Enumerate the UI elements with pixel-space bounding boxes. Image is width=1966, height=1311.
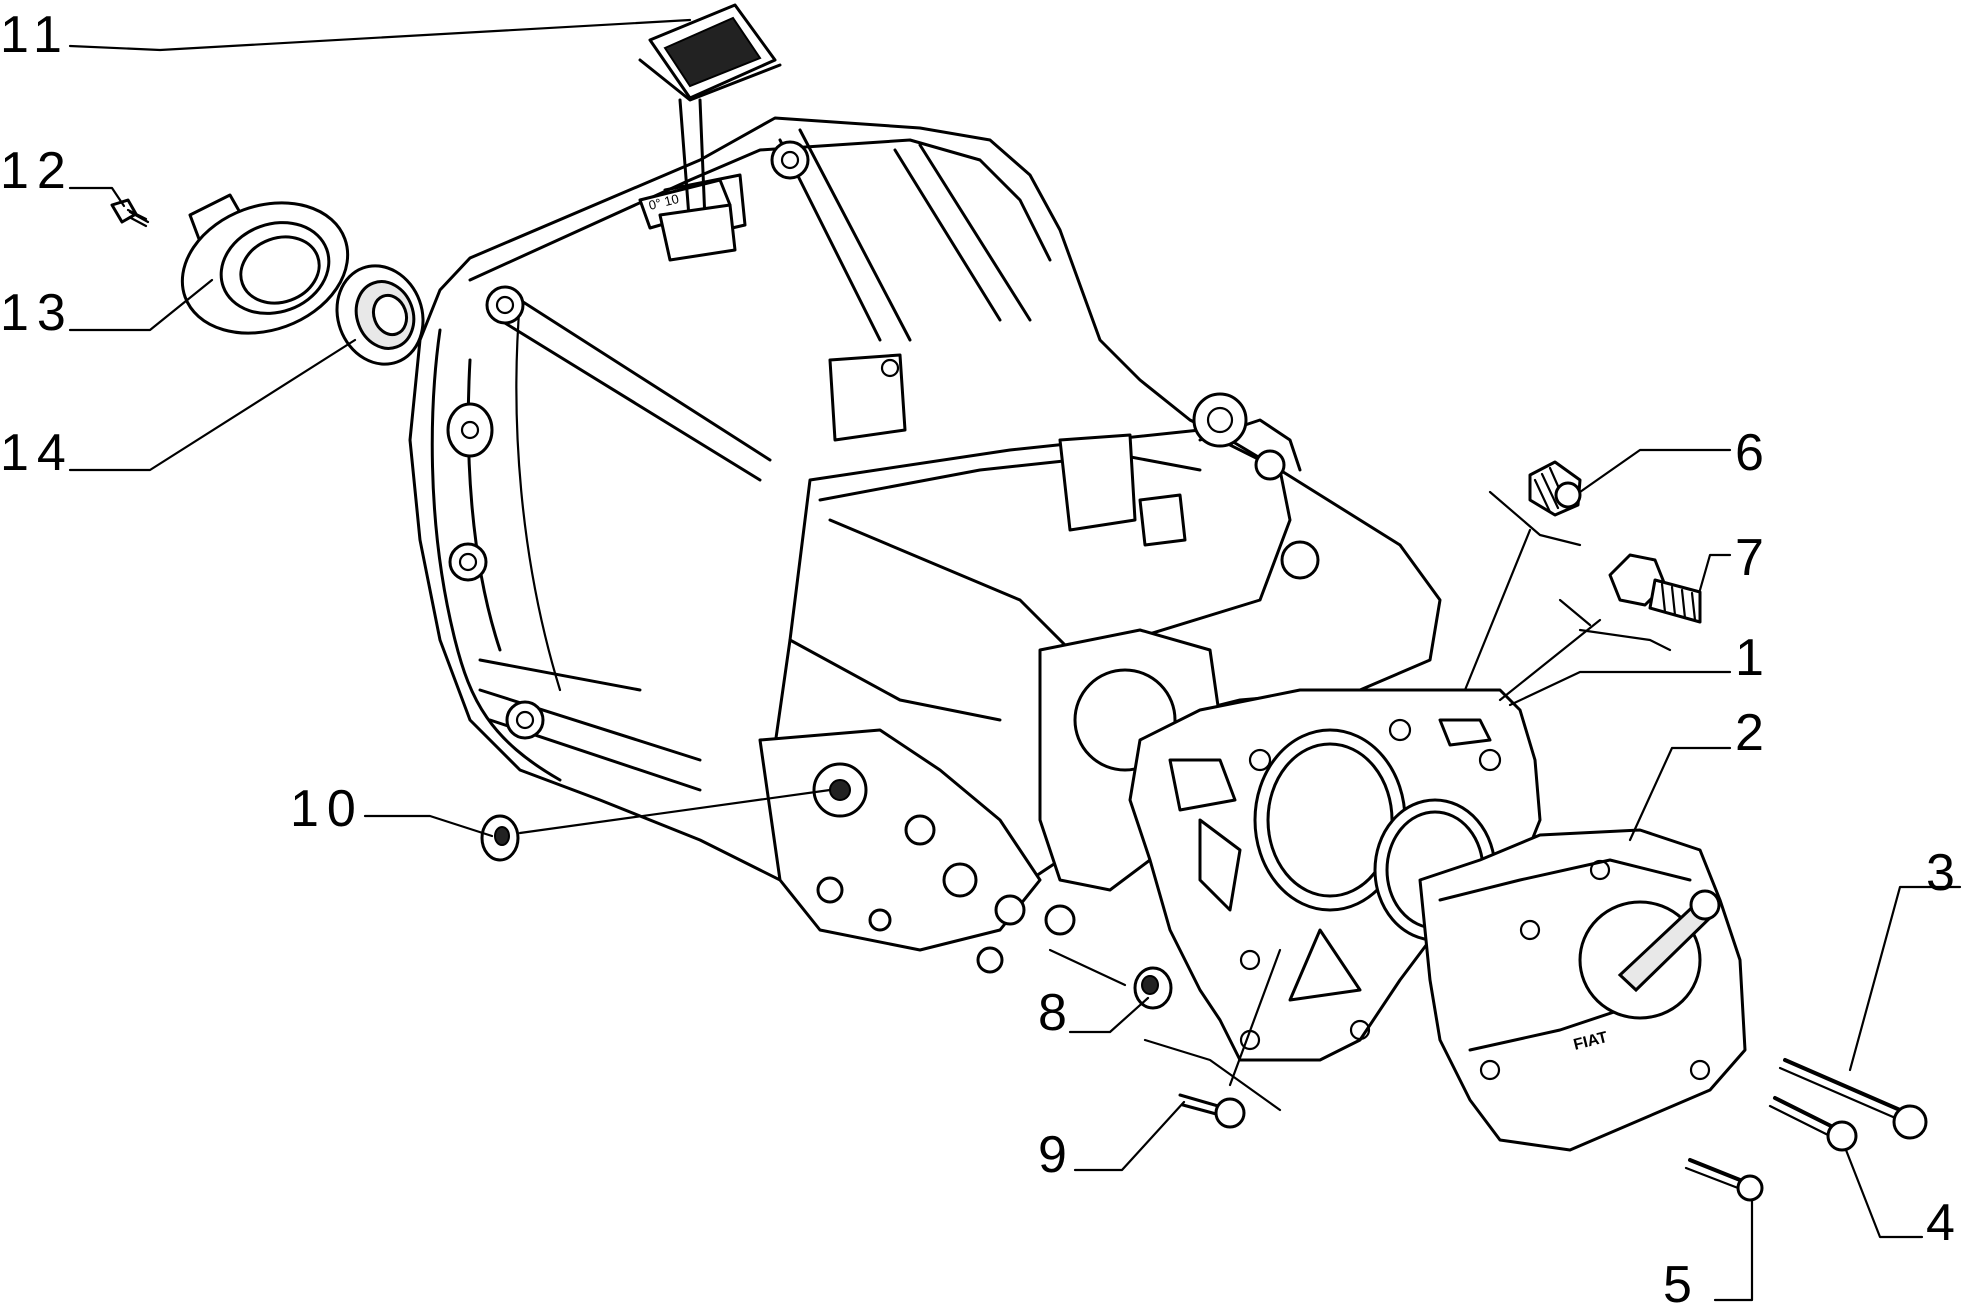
- long-bolt-3: [1778, 1058, 1928, 1140]
- plug-10: [480, 814, 520, 862]
- leader-lines: [68, 18, 1962, 1302]
- callout-5: 5: [1663, 1256, 1700, 1311]
- reverse-switch-7: [1608, 553, 1702, 624]
- callout-11: 11: [0, 6, 70, 64]
- bolt-5: [1684, 1158, 1764, 1202]
- screw-9: [1178, 1093, 1246, 1129]
- callout-13: 13: [0, 284, 74, 342]
- bolt-4: [1768, 1096, 1858, 1152]
- shift-boot: [638, 3, 782, 262]
- callout-7: 7: [1735, 529, 1772, 587]
- callout-8: 8: [1038, 984, 1075, 1042]
- callout-4: 4: [1926, 1194, 1963, 1252]
- callout-10: 10: [290, 780, 364, 838]
- plug-8: [1133, 966, 1173, 1010]
- oil-seal: [335, 264, 425, 366]
- callout-12: 12: [0, 142, 74, 200]
- small-screw: [110, 198, 150, 228]
- callout-3: 3: [1926, 844, 1963, 902]
- callout-labels: 11 12 13 14 10 8 9 6 7 1 2 3 4 5: [0, 6, 1963, 1311]
- housing-mark: 0° 10: [647, 191, 680, 213]
- callout-6: 6: [1735, 424, 1772, 482]
- drain-plug-6: [1528, 460, 1582, 517]
- end-cover: FIAT: [1418, 828, 1747, 1152]
- callout-14: 14: [0, 424, 74, 482]
- callout-2: 2: [1735, 704, 1772, 762]
- bearing-retainer: [180, 193, 350, 335]
- callout-1: 1: [1735, 629, 1772, 687]
- gearbox-housing: 0° 10: [408, 116, 1442, 974]
- callout-9: 9: [1038, 1126, 1075, 1184]
